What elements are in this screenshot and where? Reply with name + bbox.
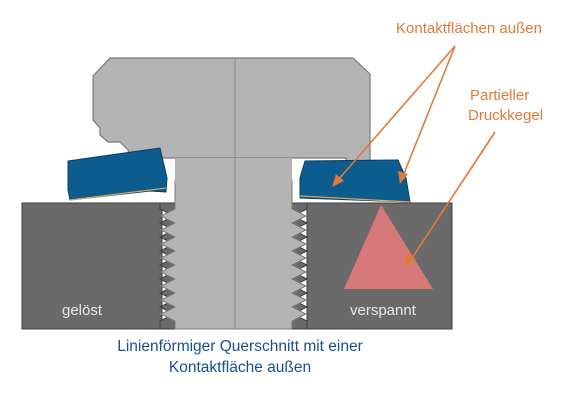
left-washer-highlight bbox=[69, 187, 167, 201]
right-washer bbox=[299, 159, 411, 203]
pressure-cone bbox=[344, 205, 433, 289]
callout-arrows bbox=[337, 45, 496, 259]
right-block-label: verspannt bbox=[350, 302, 416, 319]
arrow-heads bbox=[332, 171, 416, 266]
callout-partial-line2: Druckkegel bbox=[468, 107, 544, 124]
bolt-neck bbox=[175, 158, 292, 182]
left-block-label: gelöst bbox=[62, 302, 103, 319]
bolt-shank bbox=[159, 179, 308, 330]
arrowhead-contact-right bbox=[398, 171, 408, 184]
left-washer bbox=[67, 147, 168, 201]
arrow-cone bbox=[411, 131, 496, 259]
caption-line1: Linienförmiger Querschnitt mit einer bbox=[117, 338, 363, 355]
left-clamped-block bbox=[21, 202, 163, 330]
caption-line2: Kontaktfläche außen bbox=[168, 359, 312, 376]
arrow-contact-left bbox=[337, 45, 456, 181]
arrowhead-cone bbox=[405, 253, 416, 266]
arrowhead-contact-left bbox=[332, 174, 344, 187]
callout-partial-line1: Partieller bbox=[470, 87, 530, 104]
callout-contact-surfaces: Kontaktflächen außen bbox=[396, 20, 542, 37]
arrow-contact-right bbox=[402, 45, 456, 177]
right-washer-highlight bbox=[299, 195, 411, 203]
